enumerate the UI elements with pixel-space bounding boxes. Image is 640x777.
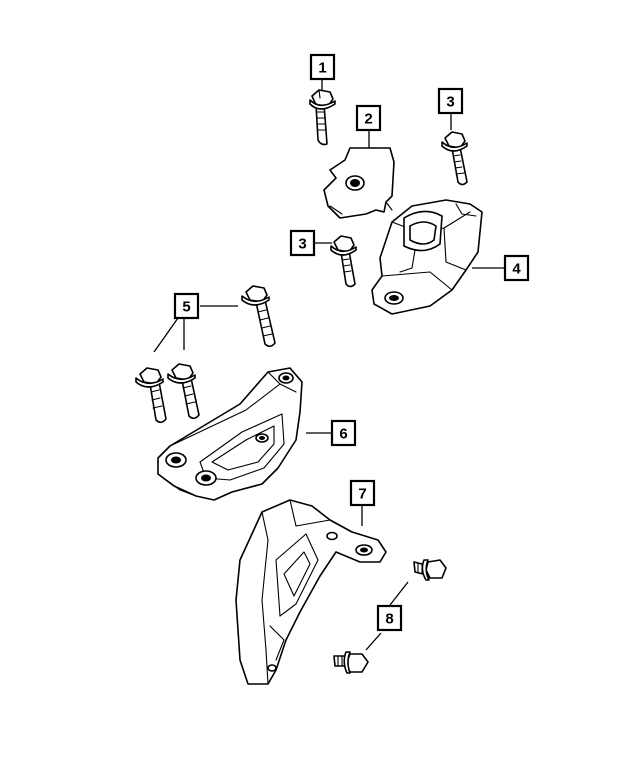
svg-text:3: 3 [446,94,454,111]
callout-2: 2 [355,104,382,132]
callout-3-lower: 3 [289,229,316,257]
callout-6: 6 [330,419,357,447]
callout-4: 4 [503,254,530,282]
svg-text:6: 6 [339,426,347,443]
plate-part-2 [323,147,395,219]
callout-5: 5 [173,292,200,320]
leader-lines [153,80,505,651]
svg-text:4: 4 [512,261,521,278]
svg-text:1: 1 [318,60,326,77]
bolts-part-8 [333,559,447,674]
svg-text:5: 5 [182,299,190,316]
svg-text:7: 7 [358,486,366,503]
engine-mount-part-4 [371,199,483,315]
bolt-part-3-lower [330,235,357,288]
callout-3-upper: 3 [437,87,464,115]
callout-7: 7 [349,479,376,507]
svg-text:8: 8 [385,611,393,628]
bolt-part-1 [309,89,336,146]
bolt-part-3-upper [441,131,468,186]
svg-text:2: 2 [364,111,372,128]
bolts-part-5 [135,285,276,424]
callout-1: 1 [309,53,336,81]
svg-text:3: 3 [298,236,306,253]
callout-8: 8 [376,604,403,632]
bracket-part-7 [235,499,387,685]
bracket-part-6 [157,367,303,501]
